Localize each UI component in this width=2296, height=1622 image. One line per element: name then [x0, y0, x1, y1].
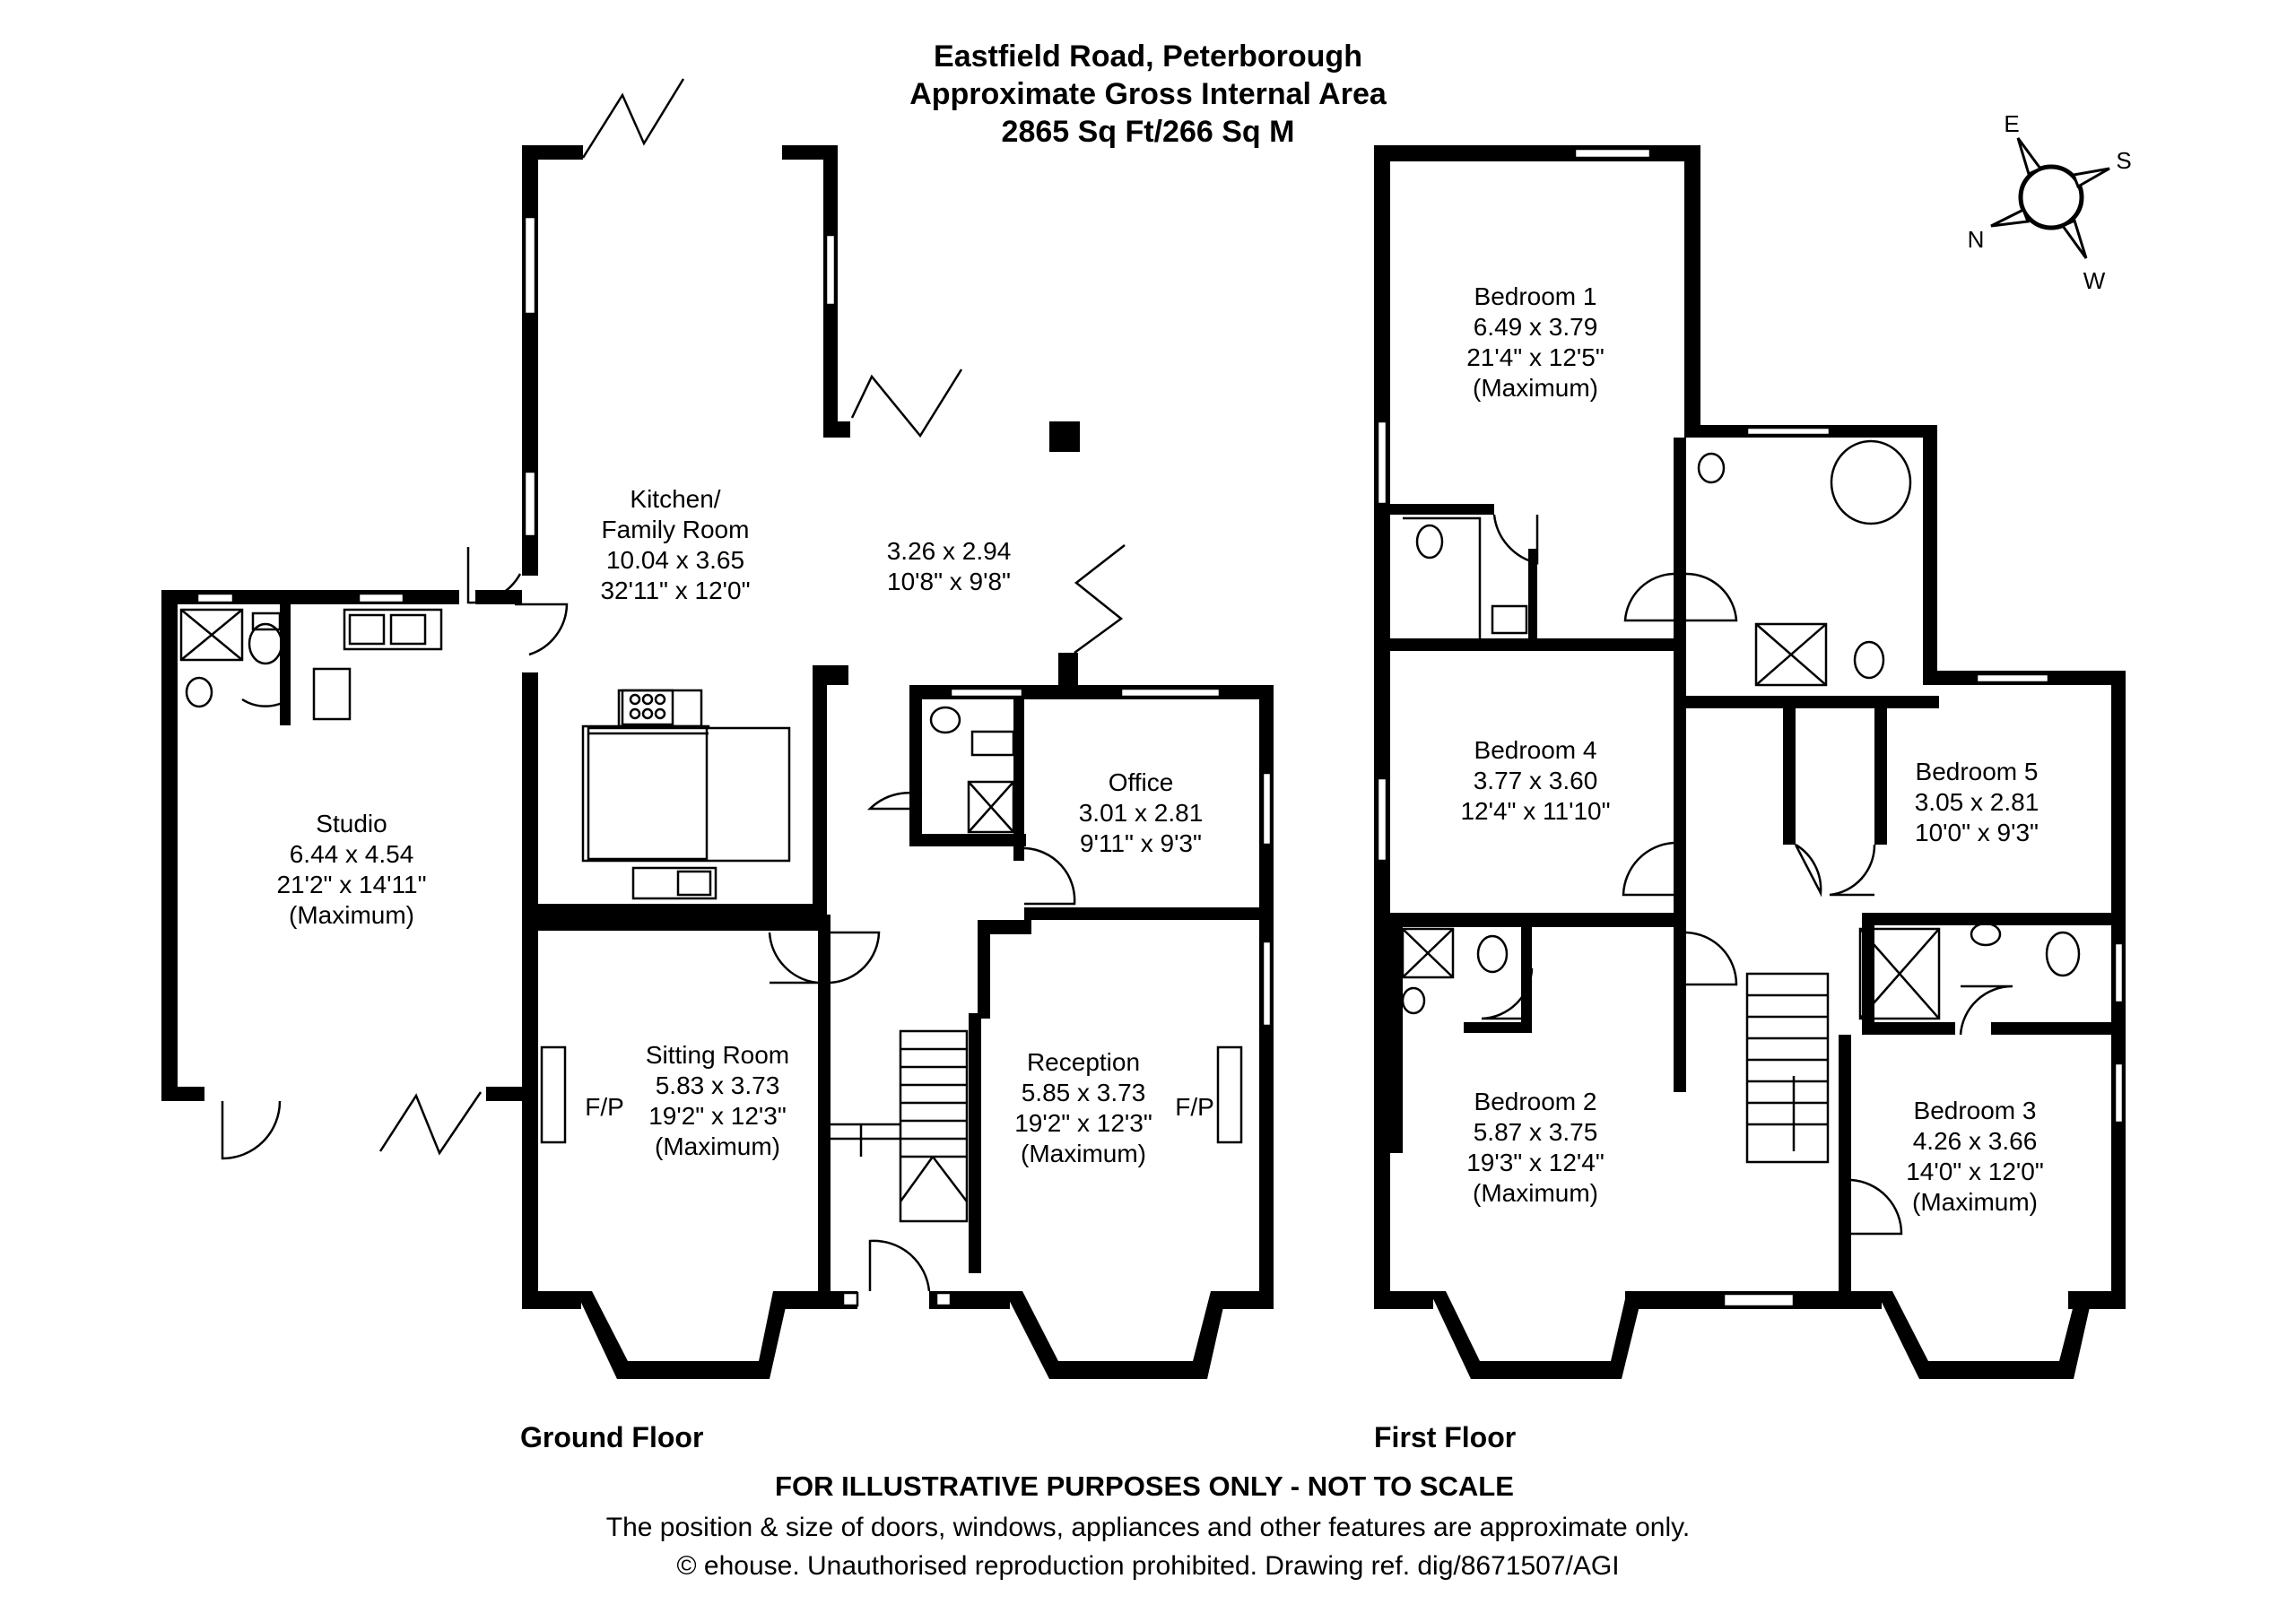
office-name: Office: [1109, 768, 1174, 796]
ground-floor-stairs: [831, 1029, 969, 1223]
bed4-imperial: 12'4" x 11'10": [1460, 797, 1610, 825]
header-address: Eastfield Road, Peterborough: [934, 39, 1362, 74]
bed5-imperial: 10'0" x 9'3": [1915, 819, 2039, 846]
bed1-name: Bedroom 1: [1474, 282, 1597, 310]
bed1-imperial: 21'4" x 12'5": [1466, 343, 1605, 371]
room-kitchen: Kitchen/ Family Room 10.04 x 3.65 32'11"…: [600, 485, 750, 604]
bed5-name: Bedroom 5: [1916, 758, 2039, 785]
disclaimer: FOR ILLUSTRATIVE PURPOSES ONLY - NOT TO …: [775, 1470, 1514, 1502]
ground-floor-windows: [179, 215, 1273, 1307]
reception-metric: 5.85 x 3.73: [1022, 1079, 1146, 1106]
compass-west-label: W: [2083, 267, 2106, 294]
bed1-metric: 6.49 x 3.79: [1474, 313, 1598, 341]
bed2-imperial: 19'3" x 12'4": [1466, 1149, 1605, 1176]
reception-name: Reception: [1027, 1048, 1140, 1076]
approximation-note: The position & size of doors, windows, a…: [606, 1513, 1690, 1542]
plan-header: Eastfield Road, Peterborough Approximate…: [909, 39, 1387, 149]
dining-imperial: 10'8" x 9'8": [887, 568, 1011, 595]
office-metric: 3.01 x 2.81: [1079, 799, 1204, 827]
bed4-name: Bedroom 4: [1474, 736, 1597, 764]
room-bedroom-4: Bedroom 4 3.77 x 3.60 12'4" x 11'10": [1460, 736, 1610, 825]
bed2-note: (Maximum): [1473, 1179, 1598, 1207]
room-bedroom-2: Bedroom 2 5.87 x 3.75 19'3" x 12'4" (Max…: [1466, 1088, 1605, 1207]
kitchen-name-2: Family Room: [602, 516, 750, 543]
bed2-name: Bedroom 2: [1474, 1088, 1597, 1115]
studio-note: (Maximum): [289, 901, 414, 929]
reception-imperial: 19'2" x 12'3": [1014, 1109, 1152, 1137]
first-floor-label: First Floor: [1374, 1421, 1516, 1453]
room-dining: 3.26 x 2.94 10'8" x 9'8": [887, 537, 1012, 595]
office-imperial: 9'11" x 9'3": [1080, 829, 1202, 857]
room-reception: Reception 5.85 x 3.73 19'2" x 12'3" (Max…: [1014, 1048, 1214, 1167]
studio-name: Studio: [316, 810, 387, 837]
kitchen-metric: 10.04 x 3.65: [606, 546, 744, 574]
sitting-imperial: 19'2" x 12'3": [648, 1102, 787, 1130]
bed3-imperial: 14'0" x 12'0": [1906, 1158, 2044, 1185]
room-bedroom-3: Bedroom 3 4.26 x 3.66 14'0" x 12'0" (Max…: [1906, 1097, 2044, 1216]
kitchen-name-1: Kitchen/: [630, 485, 720, 513]
studio-metric: 6.44 x 4.54: [290, 840, 414, 868]
bed1-note: (Maximum): [1473, 374, 1598, 402]
room-bedroom-5: Bedroom 5 3.05 x 2.81 10'0" x 9'3": [1915, 758, 2039, 846]
bed2-metric: 5.87 x 3.75: [1474, 1118, 1598, 1146]
reception-note: (Maximum): [1021, 1140, 1146, 1167]
ground-floor-label: Ground Floor: [520, 1421, 703, 1453]
studio-imperial: 21'2" x 14'11": [276, 871, 426, 898]
bed3-metric: 4.26 x 3.66: [1913, 1127, 2038, 1155]
room-bedroom-1: Bedroom 1 6.49 x 3.79 21'4" x 12'5" (Max…: [1466, 282, 1605, 402]
kitchen-imperial: 32'11" x 12'0": [600, 577, 750, 604]
ground-floor-doors: [221, 78, 1126, 1292]
sitting-note: (Maximum): [655, 1132, 780, 1160]
copyright-note: © ehouse. Unauthorised reproduction proh…: [676, 1551, 1619, 1581]
first-floor-doors: [1481, 514, 2013, 1236]
room-sitting: Sitting Room 5.83 x 3.73 19'2" x 12'3" (…: [585, 1041, 789, 1160]
room-studio: Studio 6.44 x 4.54 21'2" x 14'11" (Maxim…: [276, 810, 426, 929]
sitting-fireplace-label: F/P: [585, 1093, 624, 1121]
header-area-label: Approximate Gross Internal Area: [909, 77, 1387, 111]
compass-north-label: N: [1968, 226, 1985, 253]
compass-east-label: E: [2004, 110, 2019, 137]
bed3-name: Bedroom 3: [1914, 1097, 2037, 1124]
bed3-note: (Maximum): [1912, 1188, 2038, 1216]
compass-south-label: S: [2116, 147, 2131, 174]
sitting-metric: 5.83 x 3.73: [656, 1071, 780, 1099]
room-office: Office 3.01 x 2.81 9'11" x 9'3": [1079, 768, 1204, 857]
sitting-name: Sitting Room: [646, 1041, 789, 1069]
first-floor-windows: [1376, 147, 2125, 1308]
compass-icon: E S N W: [1968, 110, 2132, 294]
bed4-metric: 3.77 x 3.60: [1474, 767, 1598, 794]
dining-metric: 3.26 x 2.94: [887, 537, 1012, 565]
ground-floor-walls: [161, 145, 1274, 1379]
reception-fireplace-label: F/P: [1175, 1093, 1214, 1121]
bed5-metric: 3.05 x 2.81: [1915, 788, 2039, 816]
first-floor-stairs: [1745, 972, 1830, 1164]
header-area-value: 2865 Sq Ft/266 Sq M: [1002, 115, 1295, 149]
